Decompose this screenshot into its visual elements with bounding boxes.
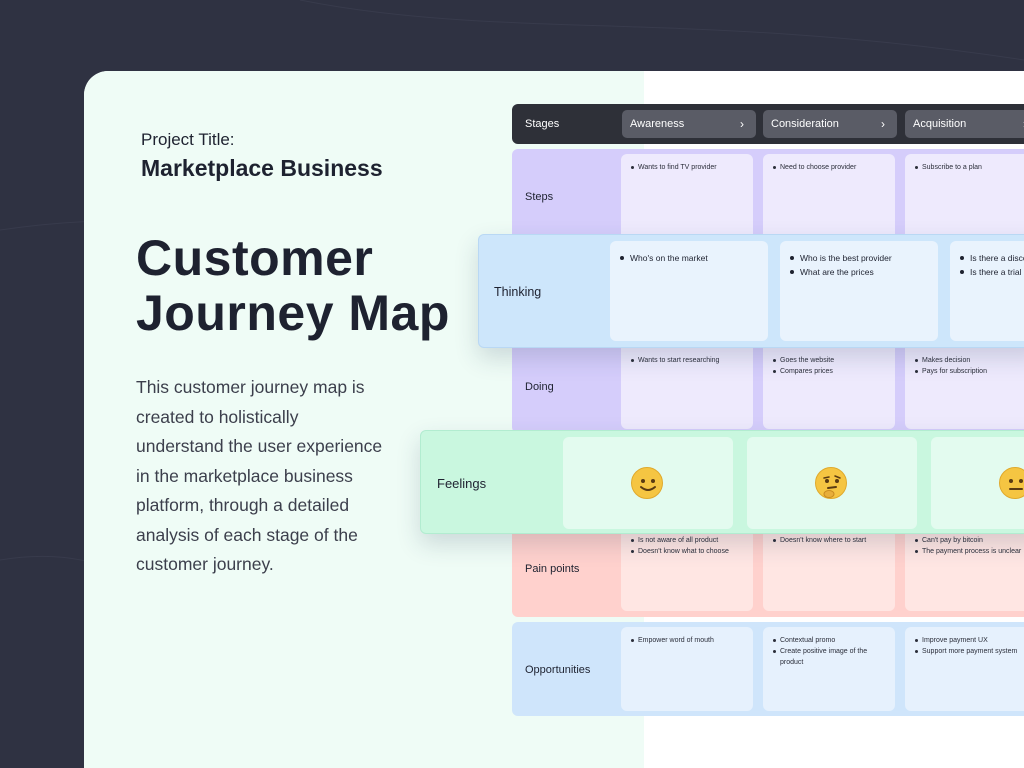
opportunities-row: Opportunities Empower word of mouth Cont… [512, 622, 1024, 716]
feelings-row: Feelings [420, 430, 1024, 534]
list-item: Who is the best provider [790, 251, 930, 265]
list-item: Is there a disco [960, 251, 1024, 265]
feelings-cell-acquisition [931, 437, 1024, 529]
list-item: The payment process is unclear [915, 546, 1024, 557]
list-item: Subscribe to a plan [915, 162, 1024, 173]
stage-awareness[interactable]: Awareness › [622, 110, 756, 138]
opportunities-label: Opportunities [525, 664, 591, 676]
doing-cell-acquisition: Makes decision Pays for subscription [905, 347, 1024, 429]
list-item: Who's on the market [620, 251, 760, 265]
pain-points-row: Pain points Is not aware of all product … [512, 529, 1024, 617]
stages-row: Stages Awareness › Consideration › Acqui… [512, 104, 1024, 144]
stage-consideration[interactable]: Consideration › [763, 110, 897, 138]
pain-points-label: Pain points [525, 563, 580, 575]
thinking-emoji-icon [815, 467, 847, 499]
neutral-emoji-icon [999, 467, 1024, 499]
thinking-cell-acquisition: Is there a disco Is there a trial [950, 241, 1024, 341]
thinking-cell-consideration: Who is the best provider What are the pr… [780, 241, 938, 341]
doing-label: Doing [525, 381, 554, 393]
list-item: Improve payment UX [915, 635, 1024, 646]
list-item: Goes the website [773, 355, 887, 366]
stage-acquisition[interactable]: Acquisition › [905, 110, 1024, 138]
opps-cell-acquisition: Improve payment UX Support more payment … [905, 627, 1024, 711]
list-item: Support more payment system [915, 646, 1024, 657]
pain-cell-acquisition: Can't pay by bitcoin The payment process… [905, 529, 1024, 611]
description: This customer journey map is created to … [136, 377, 383, 574]
pain-cell-consideration: Doesn't know where to start [763, 529, 895, 611]
stage-awareness-label: Awareness [630, 118, 685, 130]
thinking-label: Thinking [494, 285, 542, 299]
page-title: Customer Journey Map [136, 231, 476, 341]
project-label: Project Title: [141, 130, 235, 149]
doing-cell-consideration: Goes the website Compares prices [763, 347, 895, 429]
list-item: Doesn't know what to choose [631, 546, 745, 557]
list-item: Pays for subscription [915, 366, 1024, 377]
list-item: Wants to find TV provider [631, 162, 745, 173]
list-item: Doesn't know where to start [773, 535, 887, 546]
list-item: Makes decision [915, 355, 1024, 366]
thinking-cell-awareness: Who's on the market [610, 241, 768, 341]
page-title-line-2: Journey Map [136, 285, 450, 341]
stages-label: Stages [525, 118, 560, 130]
list-item: Can't pay by bitcoin [915, 535, 1024, 546]
page-title-line-1: Customer [136, 230, 374, 286]
thinking-row: Thinking Who's on the market Who is the … [478, 234, 1024, 348]
list-item: Is there a trial [960, 265, 1024, 279]
feelings-label: Feelings [437, 476, 487, 491]
doing-cell-awareness: Wants to start researching [621, 347, 753, 429]
list-item: Create positive image of the product [773, 646, 887, 668]
stage-consideration-label: Consideration [771, 118, 839, 130]
opps-cell-awareness: Empower word of mouth [621, 627, 753, 711]
list-item: Empower word of mouth [631, 635, 745, 646]
slightly-smiling-emoji-icon [631, 467, 663, 499]
feelings-cell-awareness [563, 437, 733, 529]
list-item: What are the prices [790, 265, 930, 279]
list-item: Contextual promo [773, 635, 887, 646]
stage-acquisition-label: Acquisition [913, 118, 967, 130]
steps-label: Steps [525, 191, 554, 203]
list-item: Compares prices [773, 366, 887, 377]
journey-card: Project Title: Marketplace Business Cust… [84, 71, 1024, 768]
list-item: Is not aware of all product [631, 535, 745, 546]
feelings-cell-consideration [747, 437, 917, 529]
pain-cell-awareness: Is not aware of all product Doesn't know… [621, 529, 753, 611]
chevron-right-icon: › [740, 117, 744, 131]
list-item: Need to choose provider [773, 162, 887, 173]
opps-cell-consideration: Contextual promo Create positive image o… [763, 627, 895, 711]
list-item: Wants to start researching [631, 355, 745, 366]
project-title: Marketplace Business [141, 155, 383, 181]
chevron-right-icon: › [881, 117, 885, 131]
